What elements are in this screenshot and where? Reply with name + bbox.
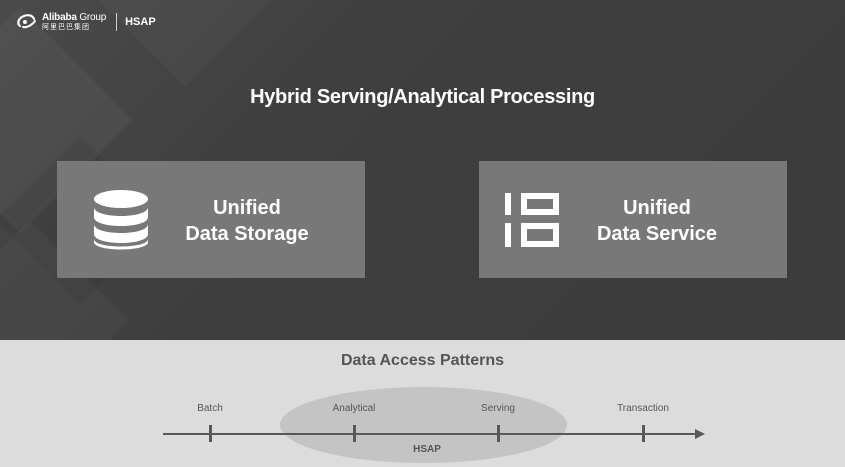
brand-chinese: 阿里巴巴集团	[42, 24, 90, 31]
axis-tick	[642, 425, 645, 442]
hero-section: Alibaba Group 阿里巴巴集团 HSAP Hybrid Serving…	[0, 0, 845, 340]
tick-label-analytical: Analytical	[332, 403, 376, 414]
pattern-axis	[163, 433, 703, 435]
axis-tick	[497, 425, 500, 442]
hsap-range-ellipse	[280, 387, 567, 463]
brand-wordmark: Alibaba Group 阿里巴巴集团	[42, 12, 107, 32]
header-divider	[116, 13, 118, 31]
card-label-line1: Unified	[213, 197, 281, 219]
tick-label-serving: Serving	[481, 403, 515, 414]
access-patterns-section: Data Access Patterns Batch Analytical Se…	[0, 340, 845, 467]
page-title: Hybrid Serving/Analytical Processing	[250, 86, 595, 108]
axis-arrow-icon	[695, 429, 705, 439]
card-label-line1: Unified	[623, 197, 691, 219]
tick-label-transaction: Transaction	[617, 403, 669, 414]
brand-group: Group	[79, 12, 107, 23]
brand-header: Alibaba Group 阿里巴巴集团 HSAP	[16, 12, 156, 32]
card-label-line2: Data Service	[596, 223, 718, 245]
axis-tick	[353, 425, 356, 442]
card-label-line2: Data Storage	[185, 223, 309, 245]
brand-name: Alibaba	[42, 12, 77, 23]
service-blocks-icon	[505, 193, 559, 247]
product-name: HSAP	[125, 16, 156, 28]
tick-label-batch: Batch	[197, 403, 223, 414]
unified-data-storage-card: Unified Data Storage	[57, 161, 365, 278]
card-label: Unified Data Storage	[167, 195, 327, 247]
patterns-title: Data Access Patterns	[340, 352, 505, 369]
alibaba-logo-icon	[17, 14, 36, 29]
hsap-label: HSAP	[413, 444, 441, 455]
unified-data-service-card: Unified Data Service	[479, 161, 787, 278]
card-label: Unified Data Service	[577, 195, 737, 247]
axis-tick	[209, 425, 212, 442]
database-icon	[94, 190, 148, 250]
